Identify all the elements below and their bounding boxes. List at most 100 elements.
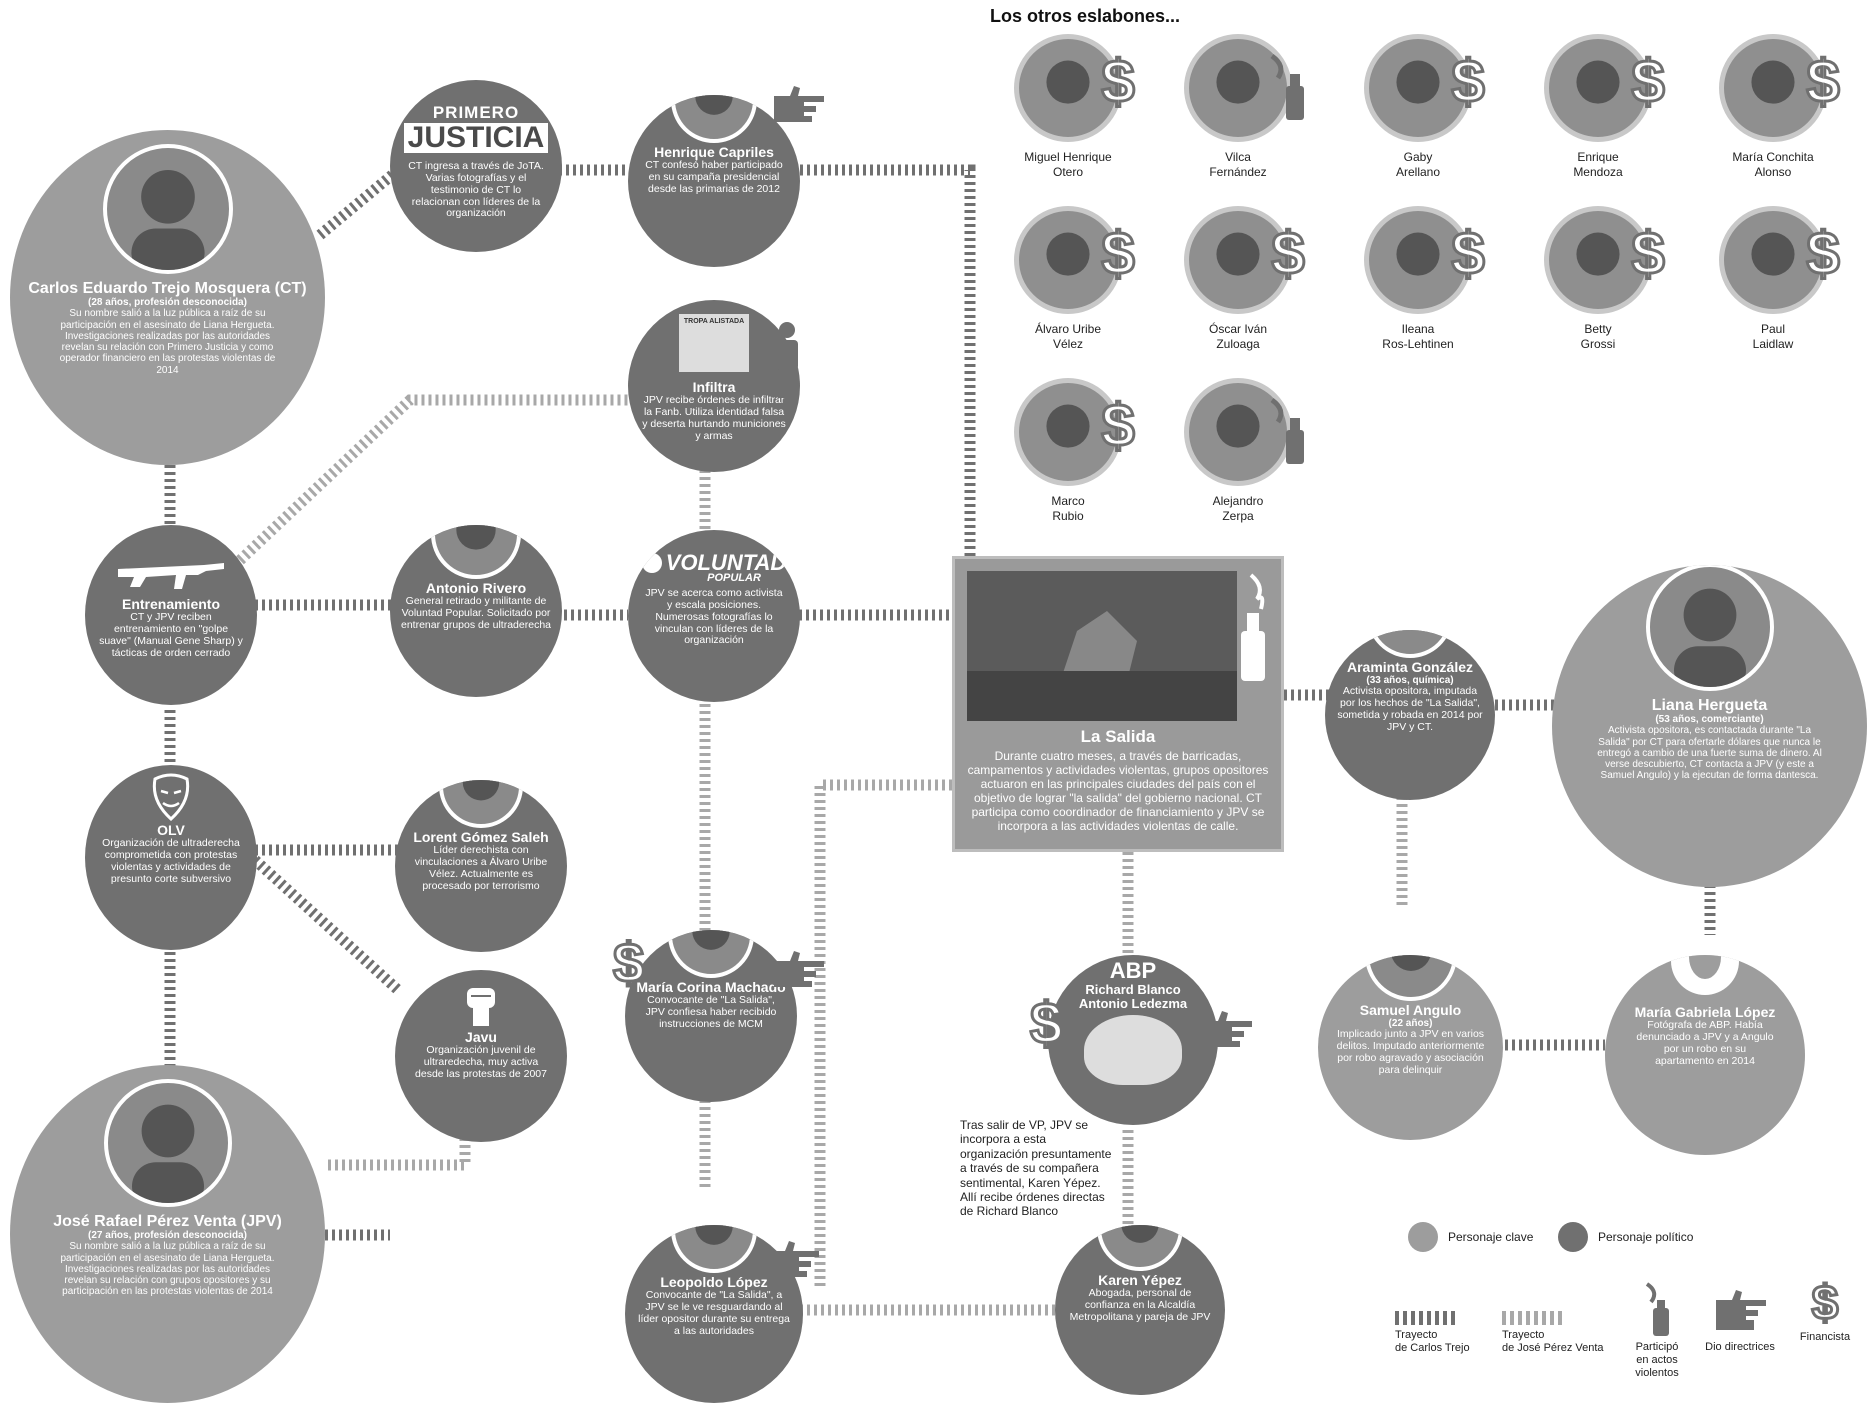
node-entrenamiento: Entrenamiento CT y JPV reciben entrenami… [85, 525, 257, 705]
other-name: Óscar Iván Zuloaga [1208, 322, 1268, 351]
dollar-icon: $ [1450, 48, 1486, 115]
node-description: Organización juvenil de ultraredecha, mu… [415, 1044, 547, 1080]
legend-directives-label: Dio directrices [1705, 1341, 1775, 1353]
dollar-icon: $ [1450, 220, 1486, 287]
pointing-hand-icon [1202, 1011, 1252, 1047]
avatar [1544, 206, 1652, 314]
dollar-icon: $ [1100, 392, 1136, 459]
soldier-icon [776, 322, 798, 398]
jpv-path-salida-mcm [814, 779, 952, 1290]
avatar [1184, 378, 1292, 486]
dollar-icon: $ [1630, 48, 1666, 115]
node-henrique-capriles: Henrique Capriles CT confesó haber parti… [628, 95, 800, 267]
other-person: $Ileana Ros-Lehtinen [1338, 206, 1498, 352]
node-subtitle: (33 años, química) [1366, 675, 1454, 687]
node-description: CT ingresa a través de JoTA. Varias foto… [408, 160, 544, 220]
node-samuel-angulo: Samuel Angulo (22 años) Implicado junto … [1318, 955, 1503, 1140]
legend-political: Personaje político [1558, 1222, 1693, 1252]
dollar-icon: $ [1270, 220, 1306, 287]
node-carlos-trejo: Carlos Eduardo Trejo Mosquera (CT) (28 a… [10, 130, 325, 465]
node-subtitle: (22 años) [1388, 1018, 1433, 1030]
ct-path-capriles-others [800, 164, 976, 560]
dollar-icon: $ [1810, 1276, 1840, 1332]
node-infiltra: TROPA ALISTADA Infiltra JPV recibe órden… [628, 300, 800, 472]
molotov-icon [1270, 397, 1304, 464]
other-person: $ Enrique Mendoza [1518, 34, 1678, 180]
legend-financier-label: Financista [1799, 1330, 1851, 1343]
avatar [1364, 955, 1457, 1001]
node-title: Antonio Rivero [425, 580, 527, 596]
la-salida-photo [967, 571, 1237, 721]
other-name: Marco Rubio [1051, 494, 1085, 523]
molotov-icon [1645, 1282, 1669, 1336]
dollar-icon: $ [1630, 220, 1666, 287]
node-liana-hergueta: Liana Hergueta (53 años, comerciante) Ac… [1552, 565, 1867, 887]
molotov-icon [1241, 573, 1265, 681]
other-person: Vilca Fernández [1158, 34, 1318, 180]
legend-perez-swatch [1502, 1311, 1562, 1325]
node-subtitle: (53 años, comerciante) [1655, 714, 1764, 726]
node-title: Javu [465, 1029, 497, 1045]
avatar [671, 95, 757, 143]
legend-violent-label: Participó en actos violentos [1635, 1341, 1679, 1380]
node-title: Richard Blanco Antonio Ledezma [1078, 981, 1188, 1011]
node-title: Samuel Angulo [1359, 1002, 1462, 1018]
node-karen-yepez: Karen Yépez Abogada, personal de confian… [1055, 1225, 1225, 1395]
la-salida-box: La Salida Durante cuatro meses, a través… [952, 556, 1284, 852]
others-title: Los otros eslabones... [990, 6, 1181, 26]
dollar-icon: $ [611, 930, 645, 996]
other-person: Alejandro Zerpa [1158, 378, 1318, 524]
node-title: Karen Yépez [1098, 1272, 1182, 1288]
other-name: Paul Laidlaw [1752, 322, 1794, 351]
other-person: $ Óscar Iván Zuloaga [1158, 206, 1318, 352]
dollar-icon: $ [1805, 48, 1841, 115]
node-description: Su nombre salió a la luz pública a raíz … [60, 1241, 275, 1298]
node-title: Carlos Eduardo Trejo Mosquera (CT) [28, 280, 307, 297]
avatar [1014, 378, 1122, 486]
silhouette-icon [1671, 955, 1739, 995]
avatar [1544, 34, 1652, 142]
node-description: General retirado y militante de Voluntad… [400, 595, 551, 631]
node-title: Entrenamiento [121, 596, 220, 612]
node-title: Henrique Capriles [654, 144, 774, 160]
node-antonio-rivero: Antonio Rivero General retirado y milita… [390, 525, 562, 697]
node-title: Araminta González [1346, 659, 1474, 675]
jpv-path-entren-infiltra [231, 394, 628, 570]
node-title: María Corina Machado [636, 979, 786, 995]
la-salida-description: Durante cuatro meses, a través de barric… [967, 749, 1269, 834]
other-name: Gaby Arellano [1395, 150, 1441, 179]
ct-path-olv-javu [251, 855, 402, 995]
node-title: OLV [157, 822, 185, 838]
node-title: Lorent Gómez Saleh [413, 829, 549, 845]
legend-political-swatch [1558, 1222, 1588, 1252]
node-javu: Javu Organización juvenil de ultraredech… [395, 970, 567, 1142]
other-person: $Álvaro Uribe Vélez [988, 206, 1148, 352]
node-description: CT y JPV reciben entrenamiento en "golpe… [99, 611, 243, 659]
avatar [1719, 34, 1827, 142]
molotov-icon [1270, 53, 1304, 120]
legend-key: Personaje clave [1408, 1222, 1533, 1252]
legend-key-swatch [1408, 1222, 1438, 1252]
node-title: María Gabriela López [1634, 1004, 1776, 1020]
legend-political-label: Personaje político [1598, 1230, 1694, 1244]
abp-photo [1084, 1014, 1182, 1085]
avatar [1645, 565, 1774, 691]
other-name: Álvaro Uribe Vélez [1034, 322, 1102, 351]
other-name: Vilca Fernández [1209, 150, 1267, 179]
pointing-hand-icon [774, 951, 824, 987]
node-description: Activista opositora, imputada por los he… [1337, 685, 1483, 733]
other-person: $Paul Laidlaw [1693, 206, 1853, 352]
node-description: Implicado junto a JPV en varios delitos.… [1336, 1028, 1485, 1076]
fist-icon [467, 988, 495, 1026]
other-name: Enrique Mendoza [1573, 150, 1623, 179]
node-description: JPV se acerca como activista y escala po… [645, 587, 783, 647]
legend-violent: Participó en actos violentos [1627, 1282, 1687, 1381]
ct-path-to-pj [316, 155, 414, 240]
legend-key-label: Personaje clave [1448, 1230, 1534, 1244]
node-subtitle: (27 años, profesión desconocida) [88, 1230, 247, 1242]
avatar [431, 525, 521, 579]
avatar [103, 1079, 232, 1207]
other-name: Betty Grossi [1580, 322, 1616, 351]
